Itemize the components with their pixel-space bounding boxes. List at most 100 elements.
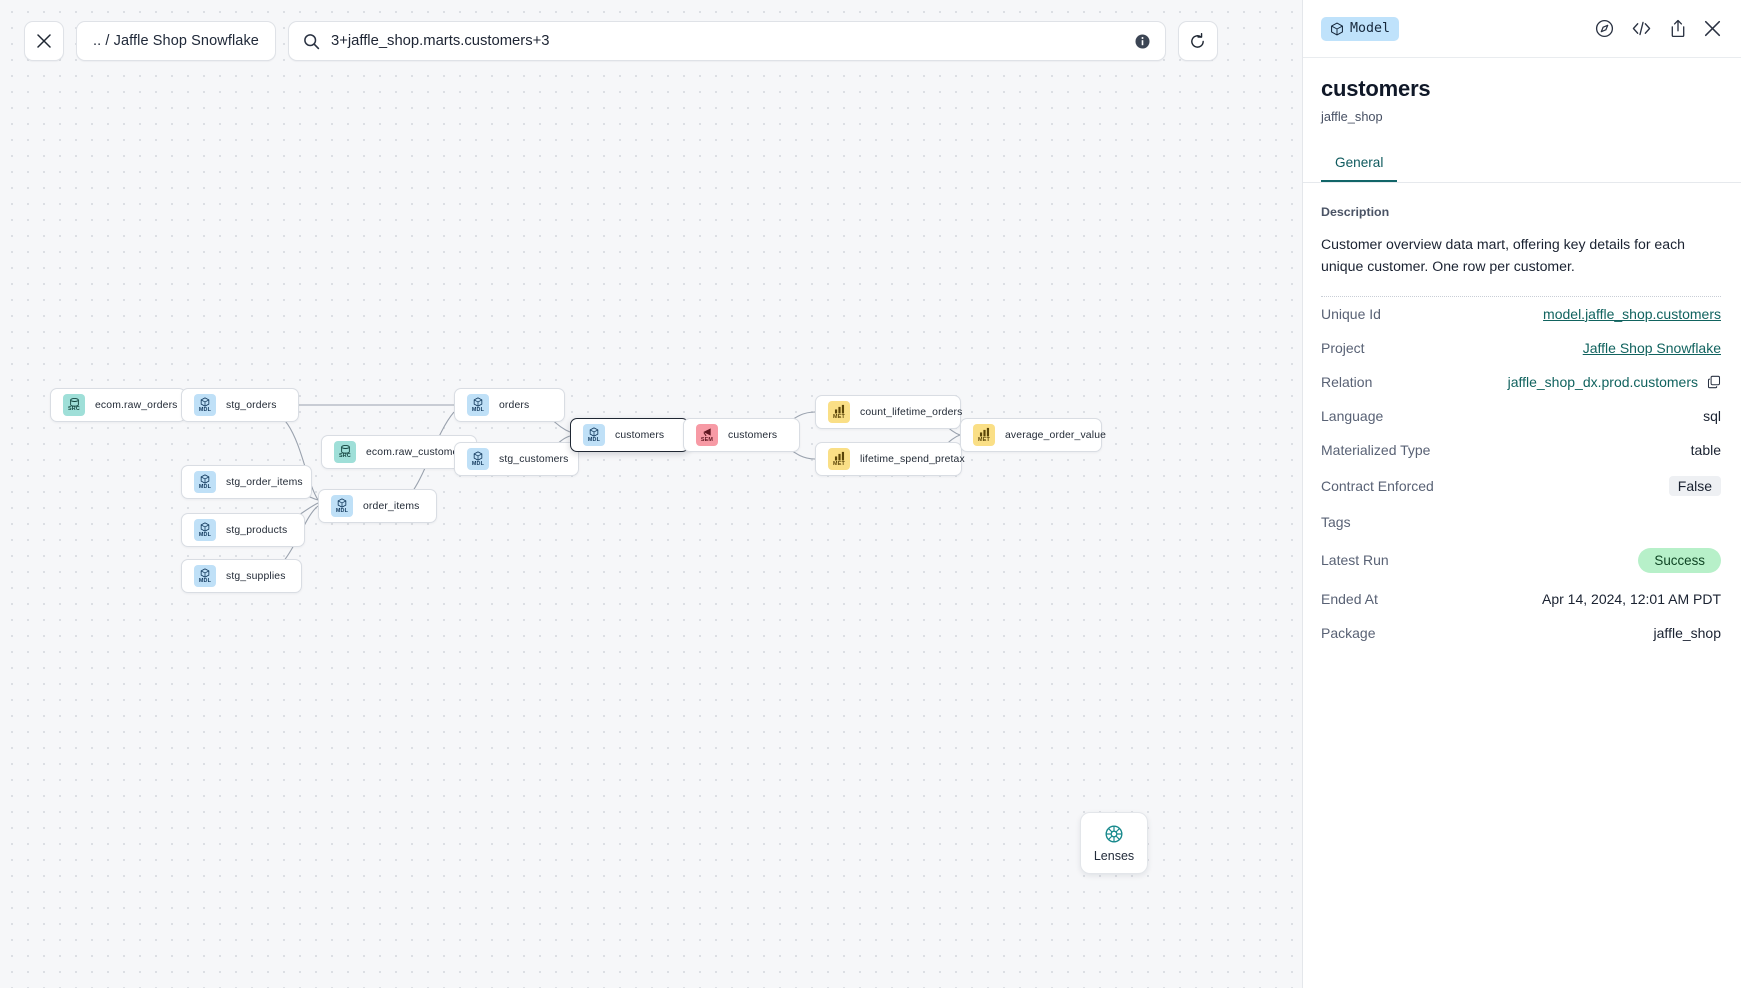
tab-general[interactable]: General bbox=[1321, 146, 1398, 182]
copy-icon[interactable] bbox=[1707, 375, 1721, 389]
node-label: order_items bbox=[363, 500, 420, 512]
detail-value-link[interactable]: Jaffle Shop Snowflake bbox=[1582, 339, 1721, 356]
node-type-badge-mdl-icon: MDL bbox=[331, 495, 353, 517]
close-icon[interactable] bbox=[1704, 20, 1721, 37]
breadcrumb: .. / Jaffle Shop Snowflake bbox=[93, 33, 259, 49]
panel-tabs: General bbox=[1303, 146, 1741, 183]
node-label: lifetime_spend_pretax bbox=[860, 453, 965, 465]
detail-key: Contract Enforced bbox=[1321, 477, 1434, 494]
node-type-badge-src-icon: SRC bbox=[334, 441, 356, 463]
page-title: customers bbox=[1321, 76, 1431, 101]
detail-value-wrap: jaffle_shop bbox=[1654, 625, 1721, 641]
node-type-badge-met-icon: MET bbox=[828, 448, 850, 470]
node-type-badge-mdl-icon: MDL bbox=[194, 471, 216, 493]
detail-row: Project Jaffle Shop Snowflake bbox=[1321, 331, 1721, 365]
graph-node-lifetime_spend[interactable]: MET lifetime_spend_pretax bbox=[815, 442, 965, 476]
lenses-label: Lenses bbox=[1093, 848, 1135, 863]
node-type-badge-mdl-icon: MDL bbox=[194, 519, 216, 541]
explore-icon[interactable] bbox=[1595, 19, 1614, 38]
detail-value-wrap: Jaffle Shop Snowflake bbox=[1583, 340, 1721, 356]
detail-value-chip: False bbox=[1668, 475, 1721, 496]
detail-key: Materialized Type bbox=[1321, 441, 1431, 458]
node-label: stg_supplies bbox=[226, 570, 286, 582]
detail-value-wrap: table bbox=[1691, 442, 1721, 458]
node-label: stg_products bbox=[226, 524, 288, 536]
refresh-button[interactable] bbox=[1177, 21, 1218, 61]
detail-key: Unique Id bbox=[1321, 305, 1381, 322]
lens-icon bbox=[1105, 824, 1123, 843]
lenses-button[interactable]: Lenses bbox=[1080, 812, 1148, 874]
code-icon[interactable] bbox=[1631, 19, 1652, 38]
detail-key: Project bbox=[1321, 339, 1365, 356]
breadcrumb-button[interactable]: .. / Jaffle Shop Snowflake bbox=[76, 21, 276, 61]
detail-row: Relation jaffle_shop_dx.prod.customers bbox=[1321, 365, 1721, 399]
detail-row: Unique Id model.jaffle_shop.customers bbox=[1321, 297, 1721, 331]
detail-value-link[interactable]: model.jaffle_shop.customers bbox=[1543, 305, 1721, 322]
detail-row: Latest Run Success bbox=[1321, 539, 1721, 582]
node-type-badge-mdl-icon: MDL bbox=[583, 424, 605, 446]
detail-value: Apr 14, 2024, 12:01 AM PDT bbox=[1542, 590, 1721, 607]
detail-value-wrap: Apr 14, 2024, 12:01 AM PDT bbox=[1542, 591, 1721, 607]
canvas-toolbar: .. / Jaffle Shop Snowflake bbox=[24, 21, 1218, 61]
node-label: orders bbox=[499, 399, 530, 411]
info-icon[interactable] bbox=[1134, 33, 1151, 50]
share-icon[interactable] bbox=[1669, 19, 1687, 38]
resource-type-badge[interactable]: Model bbox=[1321, 16, 1400, 41]
panel-subtitle: jaffle_shop bbox=[1321, 109, 1383, 124]
node-type-badge-met-icon: MET bbox=[973, 424, 995, 446]
status-badge[interactable]: Success bbox=[1638, 547, 1721, 573]
resource-type-label: Model bbox=[1350, 21, 1391, 36]
node-type-badge-mdl-icon: MDL bbox=[194, 394, 216, 416]
panel-header: customers jaffle_shop bbox=[1303, 58, 1741, 124]
node-label: count_lifetime_orders bbox=[860, 406, 963, 418]
close-lineage-button[interactable] bbox=[24, 21, 64, 61]
node-type-badge-met-icon: MET bbox=[828, 401, 850, 423]
graph-node-customers_model[interactable]: MDL customers bbox=[570, 418, 689, 452]
description-text: Customer overview data mart, offering ke… bbox=[1321, 233, 1721, 297]
graph-node-order_items[interactable]: MDL order_items bbox=[318, 489, 437, 523]
details-panel: Model bbox=[1302, 0, 1741, 988]
node-label: customers bbox=[615, 429, 665, 441]
detail-row: Package jaffle_shop bbox=[1321, 616, 1721, 650]
detail-key: Tags bbox=[1321, 513, 1351, 530]
node-label: stg_order_items bbox=[226, 476, 303, 488]
detail-value: jaffle_shop_dx.prod.customers bbox=[1507, 373, 1698, 390]
node-type-badge-mdl-icon: MDL bbox=[194, 565, 216, 587]
lineage-search[interactable] bbox=[287, 21, 1166, 61]
detail-key: Latest Run bbox=[1321, 552, 1389, 569]
close-icon bbox=[37, 34, 51, 48]
node-type-badge-sem-icon: SEM bbox=[696, 424, 718, 446]
detail-value-wrap: Success bbox=[1638, 547, 1721, 573]
graph-node-orders[interactable]: MDL orders bbox=[454, 388, 565, 422]
graph-node-stg_order_items[interactable]: MDL stg_order_items bbox=[181, 465, 312, 499]
detail-key: Ended At bbox=[1321, 590, 1378, 607]
panel-body: Description Customer overview data mart,… bbox=[1303, 183, 1741, 988]
detail-key: Package bbox=[1321, 624, 1376, 641]
panel-toolbar: Model bbox=[1303, 0, 1741, 58]
search-input[interactable] bbox=[330, 33, 1134, 49]
node-type-badge-mdl-icon: MDL bbox=[467, 394, 489, 416]
detail-row: Contract Enforced False bbox=[1321, 467, 1721, 505]
detail-value: sql bbox=[1703, 407, 1721, 424]
detail-row: Materialized Type table bbox=[1321, 433, 1721, 467]
panel-header-icons bbox=[1595, 19, 1721, 38]
lineage-canvas[interactable]: .. / Jaffle Shop Snowflake bbox=[0, 0, 1302, 988]
graph-node-stg_supplies[interactable]: MDL stg_supplies bbox=[181, 559, 302, 593]
detail-value-wrap: model.jaffle_shop.customers bbox=[1543, 306, 1721, 322]
detail-value: table bbox=[1690, 441, 1721, 458]
detail-row: Language sql bbox=[1321, 399, 1721, 433]
graph-node-stg_products[interactable]: MDL stg_products bbox=[181, 513, 305, 547]
detail-key: Language bbox=[1321, 407, 1384, 424]
search-icon bbox=[303, 33, 320, 50]
node-label: ecom.raw_orders bbox=[95, 399, 178, 411]
detail-key: Relation bbox=[1321, 373, 1373, 390]
graph-node-count_lifetime[interactable]: MET count_lifetime_orders bbox=[815, 395, 963, 429]
cube-icon bbox=[1331, 22, 1343, 35]
